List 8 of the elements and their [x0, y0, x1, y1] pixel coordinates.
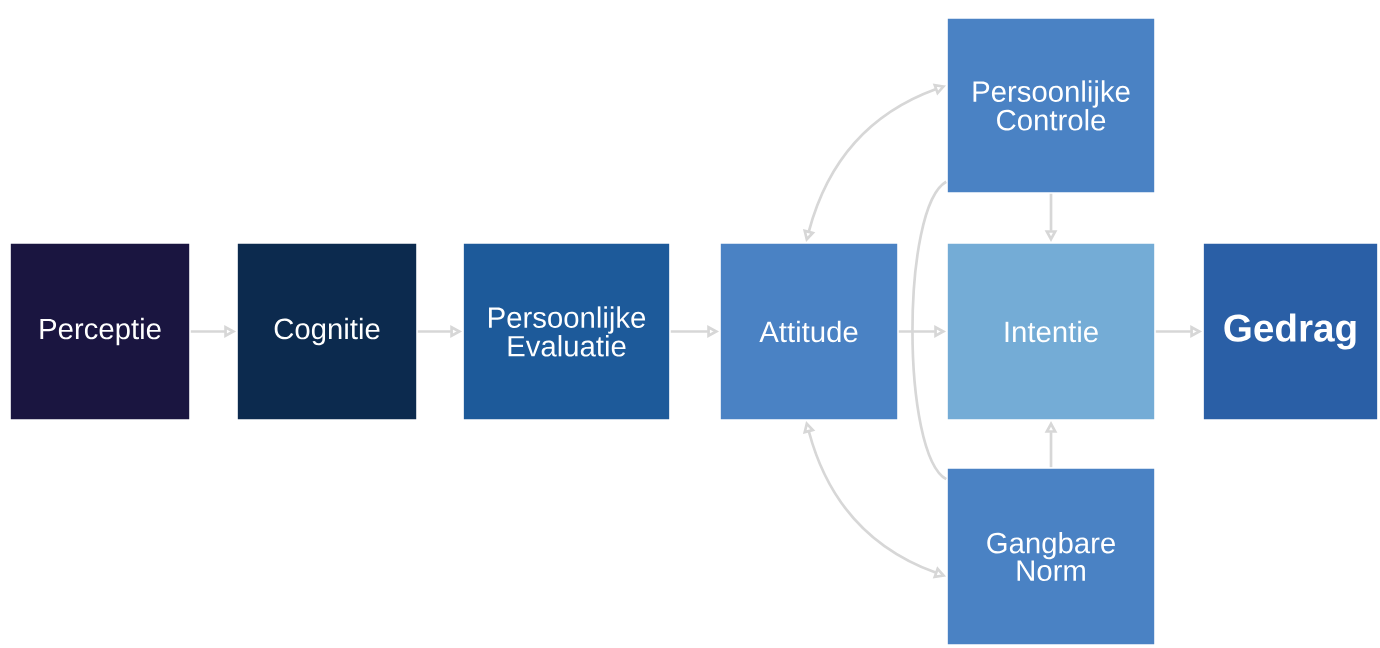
process-box: Intentie — [946, 242, 1156, 421]
process-box: Gedrag — [1202, 242, 1379, 421]
process-box: Persoonlijke Controle — [946, 17, 1156, 194]
process-box: Perceptie — [9, 242, 191, 421]
process-box: Cognitie — [236, 242, 418, 421]
process-box: Gangbare Norm — [946, 467, 1156, 646]
process-box: Persoonlijke Evaluatie — [462, 242, 671, 421]
process-box: Attitude — [719, 242, 899, 421]
